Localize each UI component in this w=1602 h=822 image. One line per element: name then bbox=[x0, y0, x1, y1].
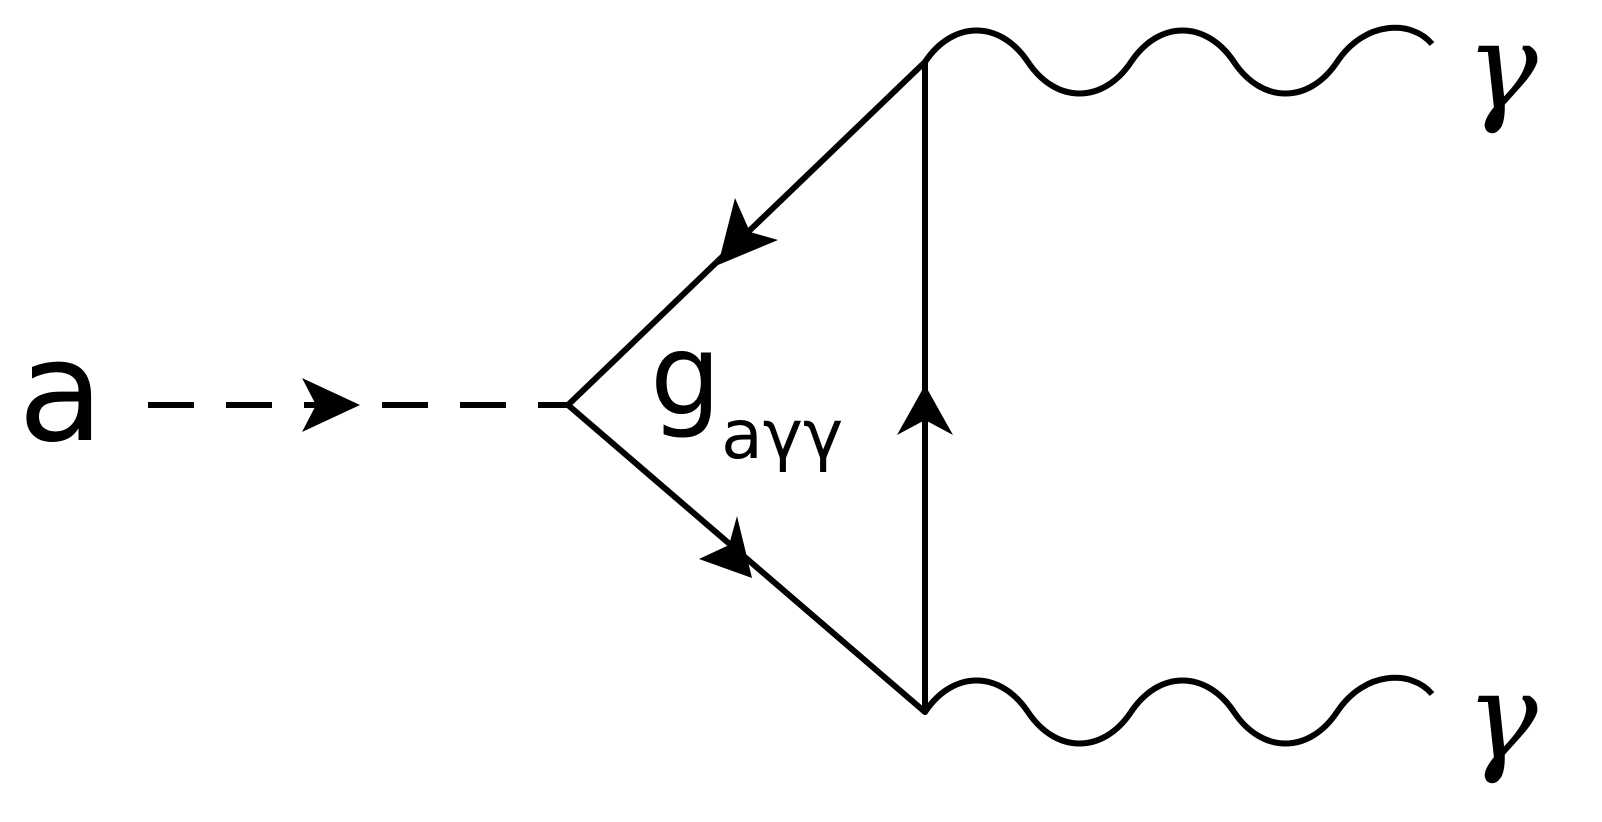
photon-line-top bbox=[922, 24, 1435, 97]
photon-label-top: γ bbox=[1466, 0, 1538, 137]
coupling-symbol: g bbox=[650, 311, 721, 441]
axion-propagator-arrow bbox=[302, 378, 360, 432]
photon-label-bottom: γ bbox=[1466, 648, 1538, 787]
fermion-arrow-lower bbox=[699, 516, 752, 578]
coupling-subscript: aγγ bbox=[721, 396, 843, 475]
coupling-label: gaγγ bbox=[650, 311, 843, 475]
fermion-arrow-upper bbox=[718, 198, 778, 265]
fermion-arrow-vertical bbox=[897, 385, 953, 435]
photon-line-bottom bbox=[922, 674, 1435, 747]
axion-label: a bbox=[18, 311, 104, 474]
